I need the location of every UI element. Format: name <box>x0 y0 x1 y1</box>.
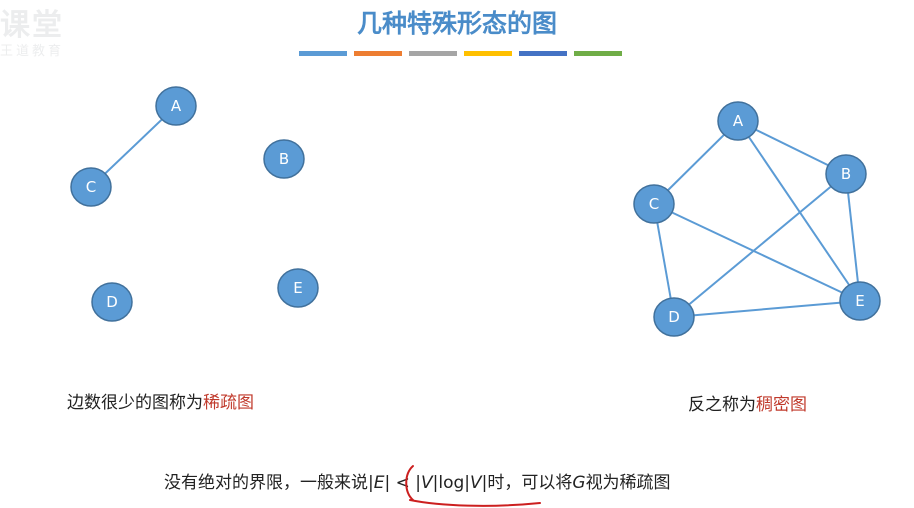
graph-node <box>839 281 881 321</box>
dense-graph: A B C D E <box>633 101 881 337</box>
graph-node-label: D <box>668 308 680 326</box>
graph-node-label: A <box>171 97 182 115</box>
graph-node-label: C <box>649 195 659 213</box>
dense-caption-highlight: 稠密图 <box>756 395 807 415</box>
dense-caption: 反之称为稠密图 <box>688 390 807 415</box>
color-bar-segment <box>519 51 567 56</box>
graph-node-label: A <box>733 112 744 130</box>
graph-node <box>633 184 675 224</box>
footer-note: 没有绝对的界限，一般来说|E| < |V|log|V|时，可以将G视为稀疏图 <box>164 468 671 493</box>
graph-edge <box>653 203 861 302</box>
footer-formula: |E| < |V|log|V| <box>368 473 487 493</box>
watermark-subtext: 王道教育 <box>0 44 65 59</box>
formula-e: |E| <box>368 473 391 493</box>
formula-v1: |V| <box>415 473 439 493</box>
sparse-caption: 边数很少的图称为稀疏图 <box>67 388 254 413</box>
graph-node <box>277 268 319 308</box>
annotation-underline <box>409 499 541 507</box>
color-bar-segment <box>299 51 347 56</box>
graph-node <box>717 101 759 141</box>
graph-node <box>70 167 112 207</box>
graph-node <box>91 282 133 322</box>
graph-edge <box>673 173 847 318</box>
sparse-caption-highlight: 稀疏图 <box>203 393 254 413</box>
graph-edge <box>845 173 861 302</box>
graph-node <box>155 86 197 126</box>
footer-suffix-b: 视为稀疏图 <box>585 473 671 493</box>
footer-g: G <box>572 473 586 493</box>
footer-prefix: 没有绝对的界限，一般来说 <box>164 473 368 493</box>
slide-title: 几种特殊形态的图 <box>356 9 557 38</box>
watermark-text: 课堂 <box>0 8 64 43</box>
sparse-caption-text: 边数很少的图称为 <box>67 393 203 413</box>
annotation-paren <box>405 465 414 501</box>
graph-node <box>825 154 867 194</box>
formula-log: log <box>438 473 465 493</box>
graph-node-label: E <box>855 292 864 310</box>
graph-node-label: E <box>293 279 302 297</box>
footer-suffix-a: 时，可以将 <box>487 473 573 493</box>
graph-node-label: C <box>86 178 96 196</box>
color-bar-segment <box>464 51 512 56</box>
graph-node-label: B <box>841 165 851 183</box>
graph-edge <box>737 120 861 302</box>
color-bar-segment <box>354 51 402 56</box>
graph-node <box>653 297 695 337</box>
graph-node <box>263 139 305 179</box>
color-bar-segment <box>574 51 622 56</box>
sparse-graph: A B C D E <box>70 86 319 322</box>
graph-edge <box>673 300 861 318</box>
dense-caption-text: 反之称为 <box>688 395 756 415</box>
formula-v2: |V| <box>464 473 488 493</box>
watermark-logo: 课堂 王道教育 <box>0 0 120 62</box>
graph-node-label: D <box>106 293 118 311</box>
color-bar-segment <box>409 51 457 56</box>
graph-node-label: B <box>279 150 289 168</box>
